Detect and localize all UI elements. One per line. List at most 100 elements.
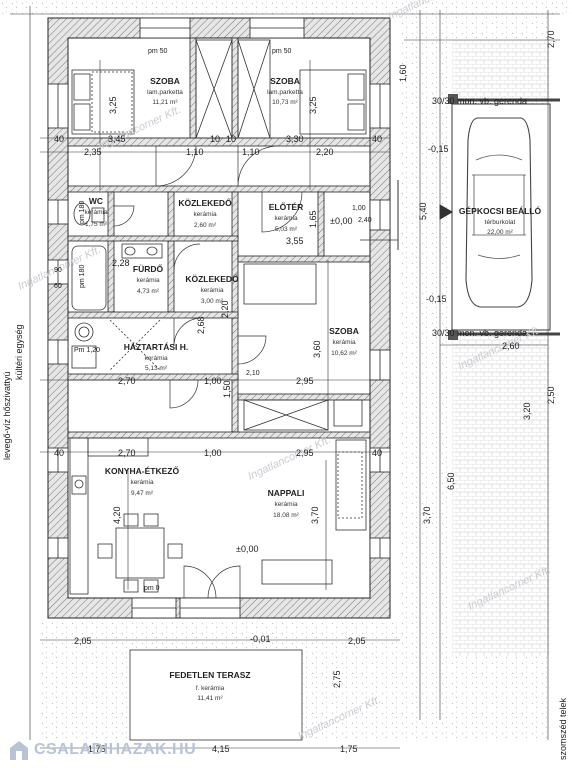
- room-floor: kerámia: [84, 209, 108, 216]
- interior-walls: [67, 37, 371, 439]
- svg-text:-0,15: -0,15: [426, 294, 447, 304]
- svg-text:-0,15: -0,15: [428, 144, 449, 154]
- paving-bottom: [452, 336, 550, 656]
- svg-text:40: 40: [54, 448, 64, 458]
- svg-text:30/30 mon. vb. gerenda: 30/30 mon. vb. gerenda: [432, 96, 527, 106]
- svg-text:10: 10: [210, 134, 220, 144]
- site-logo: CSALADIHAZAK.HU: [8, 738, 196, 762]
- room-name: KÖZLEKEDŐ: [185, 273, 239, 284]
- level-marks: ±0,00 ±0,00 -0,01 -0,15 -0,15: [236, 144, 449, 644]
- svg-text:60: 60: [54, 283, 62, 290]
- svg-text:1,75: 1,75: [340, 744, 358, 754]
- terrace-area: [129, 649, 303, 741]
- room-area: 4,73 m²: [137, 288, 160, 295]
- room-area: 10,62 m²: [331, 350, 357, 357]
- svg-text:2,40: 2,40: [358, 217, 372, 224]
- room-name: KÖZLEKEDŐ: [178, 197, 232, 208]
- svg-text:40: 40: [372, 448, 382, 458]
- svg-text:1,65: 1,65: [308, 210, 318, 228]
- doors: [113, 145, 398, 599]
- svg-text:10: 10: [226, 134, 236, 144]
- room-name: FEDETLEN TERASZ: [169, 670, 250, 680]
- svg-text:pm 0: pm 0: [144, 585, 160, 592]
- svg-text:3,20: 3,20: [522, 402, 532, 420]
- svg-text:pm 50: pm 50: [148, 48, 168, 55]
- svg-text:40: 40: [372, 134, 382, 144]
- svg-text:3,70: 3,70: [422, 506, 432, 524]
- svg-text:levegő-víz hőszivattyú: levegő-víz hőszivattyú: [2, 371, 12, 460]
- room-area: 5,03 m²: [275, 226, 298, 233]
- carport: [448, 94, 560, 340]
- svg-text:1,10: 1,10: [242, 147, 260, 157]
- svg-text:2,75: 2,75: [332, 670, 342, 688]
- svg-text:2,68: 2,68: [196, 316, 206, 334]
- svg-text:pm 180: pm 180: [79, 201, 86, 224]
- room-area: 18,08 m²: [273, 512, 299, 519]
- svg-text:pm 50: pm 50: [272, 48, 292, 55]
- room-floor: lam.parketta: [267, 89, 303, 96]
- room-name: SZOBA: [150, 76, 180, 86]
- svg-text:2,70: 2,70: [118, 376, 136, 386]
- room-name: ELŐTÉR: [269, 201, 303, 212]
- svg-text:2,95: 2,95: [296, 376, 314, 386]
- room-name: FÜRDŐ: [133, 263, 164, 274]
- room-area: 11,41 m²: [197, 695, 223, 702]
- svg-text:pm 180: pm 180: [79, 265, 86, 288]
- dimension-lines: [10, 6, 560, 749]
- room-floor: kerámia: [274, 501, 298, 508]
- room-area: 1,75 m²: [85, 221, 108, 228]
- svg-text:-0,01: -0,01: [250, 634, 271, 644]
- paving-top: [452, 40, 550, 98]
- svg-text:4,15: 4,15: [212, 744, 230, 754]
- room-name: GÉPKOCSI BEÁLLÓ: [459, 205, 542, 216]
- svg-text:szomszéd telek: szomszéd telek: [558, 697, 568, 760]
- svg-text:1,75: 1,75: [88, 744, 106, 754]
- car-icon: [465, 117, 533, 308]
- room-area: 9,47 m²: [131, 490, 154, 497]
- room-floor: kerámia: [193, 211, 217, 218]
- room-floor: kerámia: [136, 277, 160, 284]
- svg-text:2,60: 2,60: [502, 341, 520, 351]
- svg-text:4,20: 4,20: [112, 506, 122, 524]
- svg-text:1,50: 1,50: [222, 380, 232, 398]
- svg-text:3,55: 3,55: [286, 236, 304, 246]
- room-floor: térburkolat: [485, 219, 516, 226]
- room-floor: lam.parketta: [147, 89, 183, 96]
- svg-text:1,60: 1,60: [398, 64, 408, 82]
- room-name: WC: [89, 196, 103, 206]
- furniture: [69, 39, 367, 595]
- logo-text: CSALADIHAZAK.HU: [34, 741, 197, 758]
- svg-text:2,35: 2,35: [84, 147, 102, 157]
- svg-text:2,05: 2,05: [74, 636, 92, 646]
- room-area: 22,00 m²: [487, 229, 513, 236]
- svg-text:3,25: 3,25: [308, 96, 318, 114]
- svg-text:2,50: 2,50: [546, 386, 556, 404]
- room-name: SZOBA: [270, 76, 300, 86]
- room-name: NAPPALI: [268, 488, 305, 498]
- notes: 30/30 mon. vb. gerenda 30/30 mon. vb. ge…: [2, 48, 568, 760]
- windows: [47, 17, 391, 619]
- svg-text:kültéri egység: kültéri egység: [14, 324, 24, 380]
- svg-text:2,70: 2,70: [118, 448, 136, 458]
- svg-text:±0,00: ±0,00: [236, 544, 258, 554]
- room-floor: kerámia: [200, 287, 224, 294]
- room-area: 3,00 m²: [201, 298, 224, 305]
- svg-text:3,30: 3,30: [286, 134, 304, 144]
- svg-text:40: 40: [54, 134, 64, 144]
- svg-text:3,45: 3,45: [108, 134, 126, 144]
- svg-text:1,10: 1,10: [186, 147, 204, 157]
- svg-text:2,20: 2,20: [316, 147, 334, 157]
- room-name: KONYHA-ÉTKEZŐ: [105, 465, 180, 476]
- svg-text:±0,00: ±0,00: [330, 216, 352, 226]
- room-area: 5,13 m²: [145, 365, 168, 372]
- room-floor: f. kerámia: [196, 685, 225, 692]
- room-name: HÁZTARTÁSI H.: [124, 342, 189, 352]
- room-name: SZOBA: [329, 326, 359, 336]
- svg-text:3,60: 3,60: [312, 340, 322, 358]
- svg-text:1,00: 1,00: [204, 448, 222, 458]
- room-floor: kerámia: [332, 339, 356, 346]
- svg-text:3,25: 3,25: [108, 96, 118, 114]
- room-area: 2,60 m²: [194, 222, 217, 229]
- room-area: 11,21 m²: [152, 99, 178, 106]
